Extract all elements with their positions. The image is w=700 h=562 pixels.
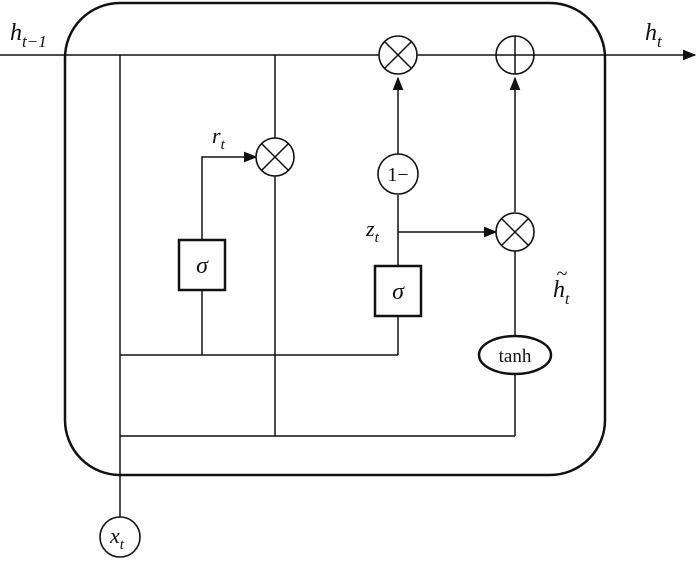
one-minus-label: 1− (387, 164, 408, 186)
reset-gate-output-line (201, 151, 258, 240)
forget-multiply-node (378, 35, 418, 75)
reset-gate-label: rt (212, 123, 226, 153)
reset-multiply-node (255, 137, 295, 177)
one-minus-node: 1− (377, 153, 419, 195)
update-gate-label-base: z (365, 216, 375, 241)
candidate-state-label: ~ ht (553, 263, 570, 308)
update-multiply-node (495, 212, 535, 252)
add-node (495, 35, 535, 75)
update-gate-box: σ (373, 264, 423, 318)
x-input-sub: t (120, 537, 125, 553)
reset-gate-box: σ (177, 238, 227, 292)
h-out-base: h (645, 20, 657, 46)
update-gate-symbol: σ (392, 279, 405, 305)
h-prev-sub: t−1 (22, 32, 47, 51)
candidate-base: h (553, 277, 565, 303)
candidate-accent: ~ (557, 263, 568, 285)
svg-text:ht: ht (553, 277, 570, 308)
h-out-sub: t (657, 32, 663, 51)
update-gate-label-sub: t (375, 230, 380, 246)
cell-boundary (63, 1, 607, 477)
h-prev-base: h (10, 20, 22, 46)
reset-gate-label-base: r (212, 123, 221, 148)
update-gate-label: zt (365, 216, 380, 246)
h-prev-label: ht−1 (10, 20, 47, 51)
svg-text:xt: xt (109, 523, 125, 553)
candidate-sub: t (565, 291, 570, 308)
tanh-label: tanh (499, 346, 532, 367)
x-input-node: xt (99, 516, 141, 558)
h-out-label: ht (645, 20, 663, 51)
tanh-node: tanh (477, 334, 553, 376)
x-input-base: x (109, 523, 120, 548)
reset-gate-symbol: σ (196, 253, 209, 279)
reset-gate-label-sub: t (221, 137, 226, 153)
